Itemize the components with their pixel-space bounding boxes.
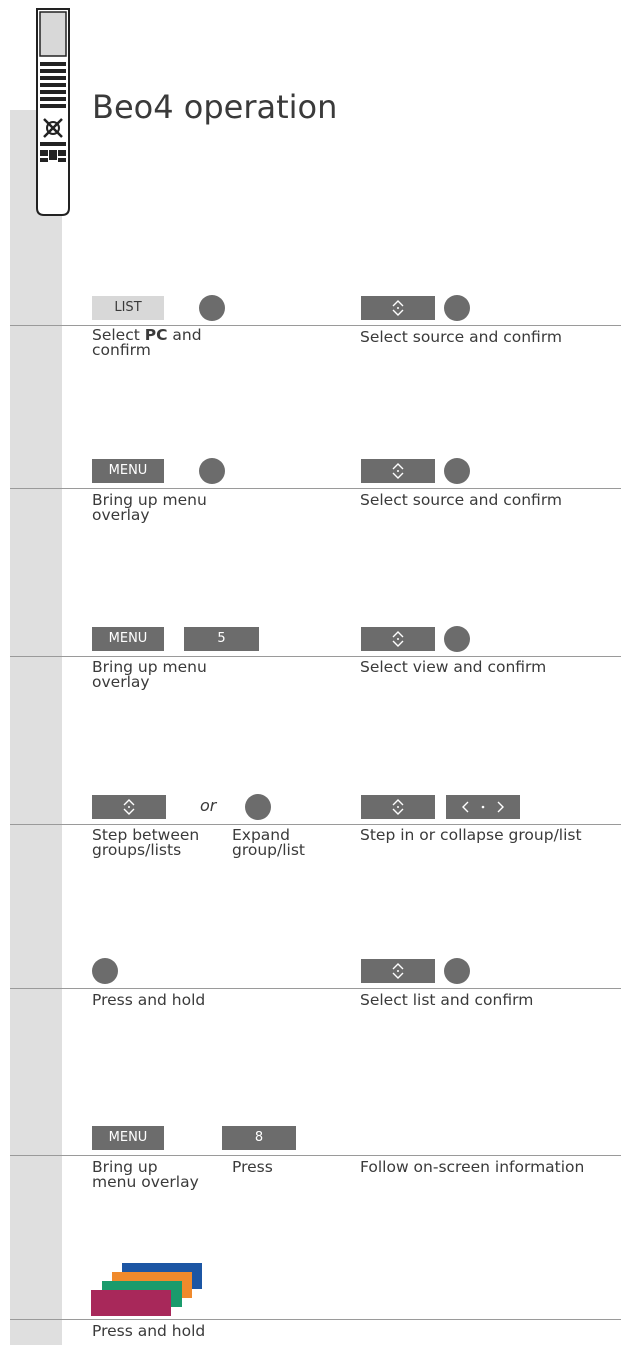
instruction-text: Select PC and confirm bbox=[92, 326, 202, 359]
number-5-button: 5 bbox=[184, 627, 259, 651]
instruction-text: Step in or collapse group/list bbox=[360, 826, 582, 844]
instruction-text: Follow on-screen information bbox=[360, 1158, 585, 1176]
menu-button: MENU bbox=[92, 459, 164, 483]
divider bbox=[10, 325, 621, 326]
red-button-icon bbox=[91, 1290, 171, 1316]
up-down-arrow-icon bbox=[392, 963, 404, 979]
instruction-text: Bring up menu overlay bbox=[92, 491, 207, 524]
centre-button-icon bbox=[245, 794, 271, 820]
beo4-remote-icon bbox=[36, 8, 70, 216]
left-right-arrow-icon bbox=[462, 801, 504, 813]
instruction-text: Select view and confirm bbox=[360, 658, 547, 676]
instruction-text: Step between groups/lists bbox=[92, 826, 200, 859]
instruction-text: Select source and confirm bbox=[360, 491, 563, 509]
divider bbox=[10, 988, 621, 989]
centre-button-icon bbox=[444, 295, 470, 321]
divider bbox=[10, 656, 621, 657]
up-down-button bbox=[361, 795, 435, 819]
up-down-button bbox=[361, 459, 435, 483]
divider bbox=[10, 488, 621, 489]
centre-button-icon bbox=[444, 458, 470, 484]
left-right-button bbox=[446, 795, 520, 819]
number-8-button: 8 bbox=[222, 1126, 296, 1150]
up-down-button bbox=[92, 795, 166, 819]
up-down-arrow-icon bbox=[392, 631, 404, 647]
instruction-text: Bring up menu overlay bbox=[92, 1158, 199, 1191]
instruction-text: Press and hold bbox=[92, 1322, 206, 1340]
divider bbox=[10, 1319, 621, 1320]
centre-button-icon bbox=[444, 958, 470, 984]
centre-button-icon bbox=[92, 958, 118, 984]
centre-button-icon bbox=[199, 295, 225, 321]
centre-button-icon bbox=[199, 458, 225, 484]
up-down-button bbox=[361, 959, 435, 983]
list-button: LIST bbox=[92, 296, 164, 320]
up-down-arrow-icon bbox=[392, 300, 404, 316]
instruction-text: Select source and confirm bbox=[360, 328, 563, 346]
menu-button: MENU bbox=[92, 627, 164, 651]
instruction-text: Select list and confirm bbox=[360, 991, 534, 1009]
up-down-arrow-icon bbox=[123, 799, 135, 815]
centre-button-icon bbox=[444, 626, 470, 652]
up-down-arrow-icon bbox=[392, 799, 404, 815]
up-down-arrow-icon bbox=[392, 463, 404, 479]
page-title: Beo4 operation bbox=[92, 88, 338, 126]
instruction-text: Press and hold bbox=[92, 991, 206, 1009]
instruction-text: Press bbox=[232, 1158, 273, 1176]
divider bbox=[10, 824, 621, 825]
up-down-button bbox=[361, 296, 435, 320]
menu-button: MENU bbox=[92, 1126, 164, 1150]
instruction-text: Bring up menu overlay bbox=[92, 658, 207, 691]
or-label: or bbox=[200, 796, 217, 815]
up-down-button bbox=[361, 627, 435, 651]
instruction-text: Expand group/list bbox=[232, 826, 306, 859]
sidebar-band bbox=[10, 110, 62, 1345]
divider bbox=[10, 1155, 621, 1156]
